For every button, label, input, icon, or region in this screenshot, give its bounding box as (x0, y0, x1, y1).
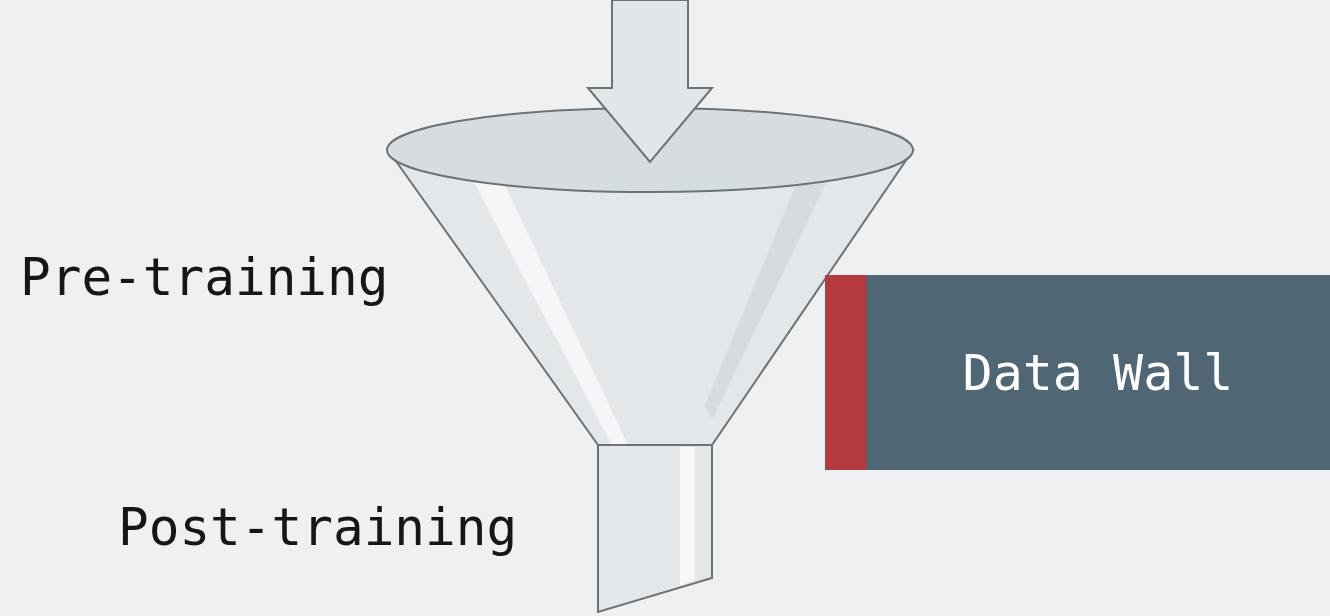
wall-box: Data Wall (825, 275, 1330, 470)
box-title: Data Wall (963, 344, 1234, 402)
funnel-spout (598, 445, 712, 612)
input-arrow (588, 0, 712, 162)
funnel-shade (705, 175, 830, 420)
funnel-highlight (470, 175, 628, 445)
stage-label: Post-training (118, 500, 517, 556)
stage-label: Pre-training (20, 250, 388, 306)
spout-highlight (680, 447, 695, 585)
